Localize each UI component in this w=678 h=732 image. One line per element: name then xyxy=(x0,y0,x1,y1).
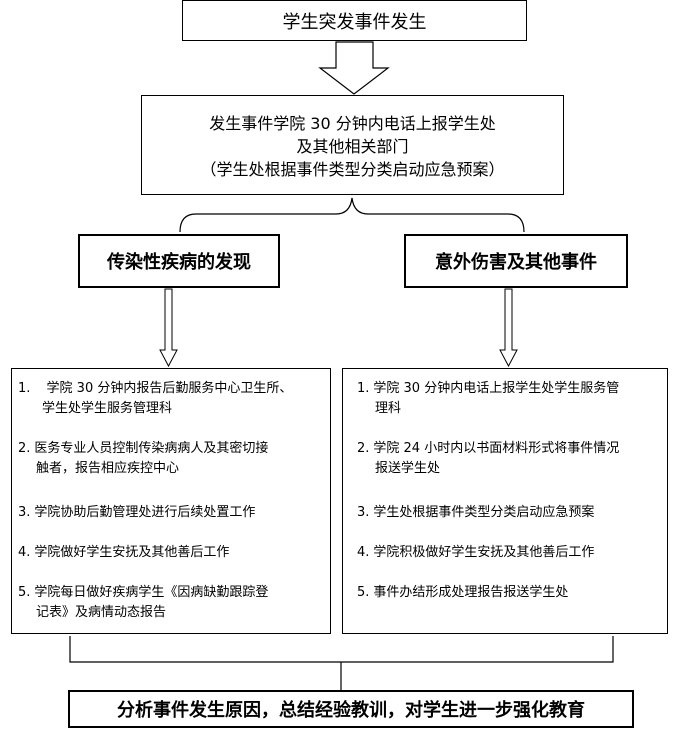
report-line-1: 发生事件学院 30 分钟内电话上报学生处 xyxy=(209,113,496,133)
list-item: 4.学院积极做好学生安抚及其他善后工作 xyxy=(357,543,594,563)
split-brace xyxy=(179,197,525,233)
step-text: 触者，报告相应疾控中心 xyxy=(36,461,180,476)
step-text: 学生处学生服务管理科 xyxy=(42,401,173,416)
step-text: 学生处根据事件类型分类启动应急预案 xyxy=(373,505,595,520)
step-text: 理科 xyxy=(375,401,402,416)
accident-events-title: 意外伤害及其他事件 xyxy=(435,252,597,273)
infectious-steps-list: 1. 学院 30 分钟内报告后勤服务中心卫生所、 学生处学生服务管理科 2.医务… xyxy=(11,368,331,634)
step-text: 学院 24 小时内以书面材料形式将事件情况 xyxy=(373,441,620,456)
main-down-arrow xyxy=(318,41,390,95)
conclusion-box: 分析事件发生原因，总结经验教训，对学生进一步强化教育 xyxy=(68,690,634,728)
event-occurs-text: 学生突发事件发生 xyxy=(282,11,427,33)
list-item: 4.学院做好学生安抚及其他善后工作 xyxy=(18,543,229,563)
list-item: 3.学院协助后勤管理处进行后续处置工作 xyxy=(18,503,255,523)
infectious-disease-box: 传染性疾病的发现 xyxy=(78,234,280,288)
step-text: 事件办结形成处理报告报送学生处 xyxy=(373,585,569,600)
step-text: 学院每日做好疾病学生《因病缺勤跟踪登 xyxy=(34,585,269,600)
left-down-arrow xyxy=(159,288,178,368)
list-item: 1.学院 30 分钟内电话上报学生处学生服务管 理科 xyxy=(357,379,619,419)
conclusion-text: 分析事件发生原因，总结经验教训，对学生进一步强化教育 xyxy=(117,700,585,721)
step-number: 4. xyxy=(18,545,31,560)
report-line-3: （学生处根据事件类型分类启动应急预案） xyxy=(200,159,505,179)
list-item: 2.学院 24 小时内以书面材料形式将事件情况 报送学生处 xyxy=(357,439,619,479)
step-number: 1. xyxy=(357,381,370,396)
merge-bracket xyxy=(69,636,614,690)
report-box: 发生事件学院 30 分钟内电话上报学生处 及其他相关部门 （学生处根据事件类型分… xyxy=(141,95,564,195)
accident-steps-list: 1.学院 30 分钟内电话上报学生处学生服务管 理科 2.学院 24 小时内以书… xyxy=(342,368,668,634)
step-number: 1. xyxy=(18,381,31,396)
event-occurs-box: 学生突发事件发生 xyxy=(182,0,527,41)
list-item: 3.学生处根据事件类型分类启动应急预案 xyxy=(357,503,594,523)
step-number: 5. xyxy=(18,585,31,600)
step-number: 3. xyxy=(18,505,31,520)
list-item: 1. 学院 30 分钟内报告后勤服务中心卫生所、 学生处学生服务管理科 xyxy=(18,379,292,419)
step-text: 学院做好学生安抚及其他善后工作 xyxy=(34,545,230,560)
right-down-arrow xyxy=(499,288,518,368)
step-text: 医务专业人员控制传染病病人及其密切接 xyxy=(34,441,269,456)
step-text: 学院 30 分钟内电话上报学生处学生服务管 xyxy=(373,381,620,396)
step-text: 报送学生处 xyxy=(375,461,441,476)
infectious-disease-title: 传染性疾病的发现 xyxy=(107,252,251,273)
list-item: 2.医务专业人员控制传染病病人及其密切接 触者，报告相应疾控中心 xyxy=(18,439,268,479)
step-number: 3. xyxy=(357,505,370,520)
accident-events-box: 意外伤害及其他事件 xyxy=(404,234,628,288)
step-number: 2. xyxy=(18,441,31,456)
step-number: 2. xyxy=(357,441,370,456)
report-line-2: 及其他相关部门 xyxy=(296,136,409,156)
list-item: 5.事件办结形成处理报告报送学生处 xyxy=(357,583,568,603)
step-text: 学院协助后勤管理处进行后续处置工作 xyxy=(34,505,256,520)
step-number: 5. xyxy=(357,585,370,600)
step-text: 记表》及病情动态报告 xyxy=(36,605,167,620)
list-item: 5.学院每日做好疾病学生《因病缺勤跟踪登 记表》及病情动态报告 xyxy=(18,583,268,623)
step-text: 学院 30 分钟内报告后勤服务中心卫生所、 xyxy=(46,381,293,396)
step-text: 学院积极做好学生安抚及其他善后工作 xyxy=(373,545,595,560)
step-number: 4. xyxy=(357,545,370,560)
